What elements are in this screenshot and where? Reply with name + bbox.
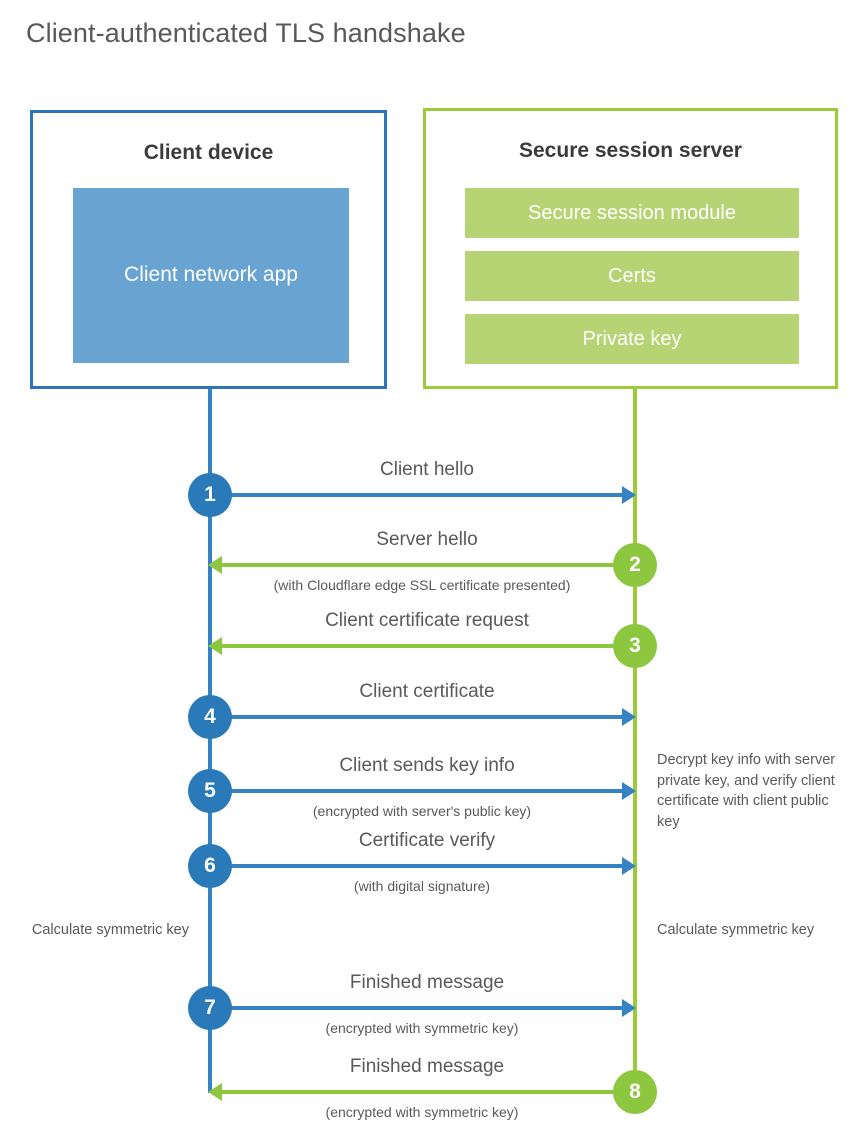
message-label: Certificate verify <box>358 830 496 851</box>
step-badge-6: 6 <box>188 844 232 888</box>
message-label: Finished message <box>349 972 505 993</box>
arrow-right-icon <box>622 708 636 726</box>
arrow-left-icon <box>208 556 222 574</box>
message-arrow-line <box>210 1006 624 1010</box>
message-sublabel: (encrypted with symmetric key) <box>325 1104 519 1120</box>
client-lifeline <box>208 389 212 1093</box>
annotation-calculate-symmetric-key-server: Calculate symmetric key <box>657 922 815 938</box>
server-component-certs: Certs <box>465 251 799 301</box>
message-label: Client certificate <box>359 681 495 702</box>
message-sublabel: (with digital signature) <box>353 878 491 894</box>
arrow-left-icon <box>208 637 222 655</box>
message-sublabel: (encrypted with symmetric key) <box>325 1020 519 1036</box>
arrow-right-icon <box>622 486 636 504</box>
server-component-private-key: Private key <box>465 314 799 364</box>
message-arrow-line <box>210 493 624 497</box>
message-arrow-line <box>220 563 635 567</box>
page-title: Client-authenticated TLS handshake <box>26 18 466 48</box>
step-badge-5: 5 <box>188 769 232 813</box>
message-label: Finished message <box>349 1056 505 1077</box>
message-sublabel: (with Cloudflare edge SSL certificate pr… <box>273 577 571 593</box>
server-lifeline <box>633 389 637 1093</box>
step-badge-2: 2 <box>613 543 657 587</box>
secure-session-server-box: Secure session server Secure session mod… <box>423 108 838 389</box>
client-network-app-box: Client network app <box>73 188 349 363</box>
arrow-right-icon <box>622 857 636 875</box>
arrow-right-icon <box>622 999 636 1017</box>
step-badge-1: 1 <box>188 473 232 517</box>
client-device-title: Client device <box>143 141 274 164</box>
message-arrow-line <box>210 715 624 719</box>
message-arrow-line <box>220 644 635 648</box>
client-device-box: Client device Client network app <box>30 110 387 389</box>
step-badge-4: 4 <box>188 695 232 739</box>
server-component-secure-session-module: Secure session module <box>465 188 799 238</box>
step-badge-3: 3 <box>613 624 657 668</box>
arrow-left-icon <box>208 1083 222 1101</box>
message-sublabel: (encrypted with server's public key) <box>312 803 532 819</box>
arrow-right-icon <box>622 782 636 800</box>
secure-session-server-title: Secure session server <box>519 139 742 162</box>
message-label: Client sends key info <box>339 755 515 776</box>
message-label: Client certificate request <box>325 610 529 631</box>
message-arrow-line <box>220 1090 635 1094</box>
step-badge-7: 7 <box>188 986 232 1030</box>
message-label: Server hello <box>376 529 478 550</box>
message-label: Client hello <box>380 459 474 480</box>
annotation-decrypt-key-info: Decrypt key info with server private key… <box>657 752 836 830</box>
step-badge-8: 8 <box>613 1070 657 1114</box>
message-arrow-line <box>210 864 624 868</box>
annotation-calculate-symmetric-key-client: Calculate symmetric key <box>31 922 189 938</box>
message-arrow-line <box>210 789 624 793</box>
